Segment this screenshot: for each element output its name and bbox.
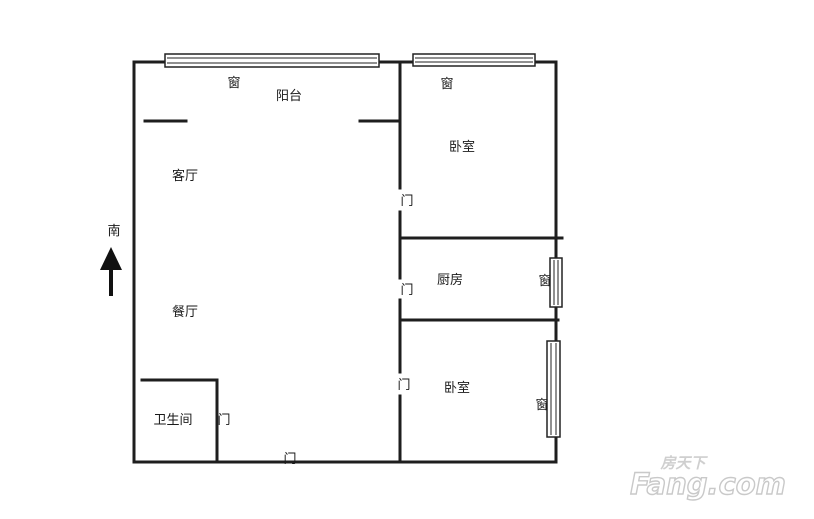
window-bedroom-north bbox=[412, 53, 536, 67]
door-label-bedroom-north: 门 bbox=[400, 194, 413, 209]
compass: 南 bbox=[100, 223, 122, 296]
door-label-kitchen: 门 bbox=[400, 283, 413, 298]
interior-walls bbox=[140, 60, 564, 464]
room-label-bathroom: 卫生间 bbox=[153, 413, 192, 428]
door-label-bedroom-south: 门 bbox=[397, 378, 410, 393]
window-label-kitchen: 窗 bbox=[538, 273, 551, 289]
compass-arrow-icon bbox=[100, 247, 122, 270]
room-label-living-room: 客厅 bbox=[172, 168, 198, 184]
exterior-walls bbox=[132, 60, 558, 464]
compass-south-label: 南 bbox=[107, 223, 120, 239]
watermark-cn: 房天下 bbox=[659, 454, 708, 472]
window-label-bedroom-south: 窗 bbox=[535, 397, 548, 413]
room-label-bedroom-north: 卧室 bbox=[449, 139, 475, 155]
room-label-bedroom-south: 卧室 bbox=[444, 380, 470, 396]
window-label-balcony: 窗 bbox=[227, 75, 240, 91]
window-label-bedroom-north: 窗 bbox=[440, 76, 453, 92]
window-bedroom-south bbox=[546, 340, 561, 438]
door-label-bathroom: 门 bbox=[217, 413, 230, 428]
room-label-dining-room: 餐厅 bbox=[172, 304, 198, 320]
room-label-balcony: 阳台 bbox=[276, 89, 302, 104]
window-balcony bbox=[164, 53, 380, 68]
room-label-kitchen: 厨房 bbox=[437, 272, 463, 288]
door-label-entrance: 门 bbox=[283, 452, 296, 467]
window-kitchen bbox=[549, 257, 563, 308]
watermark: 房天下 Fang.com bbox=[629, 454, 786, 502]
watermark-brand: Fang.com bbox=[630, 467, 786, 501]
